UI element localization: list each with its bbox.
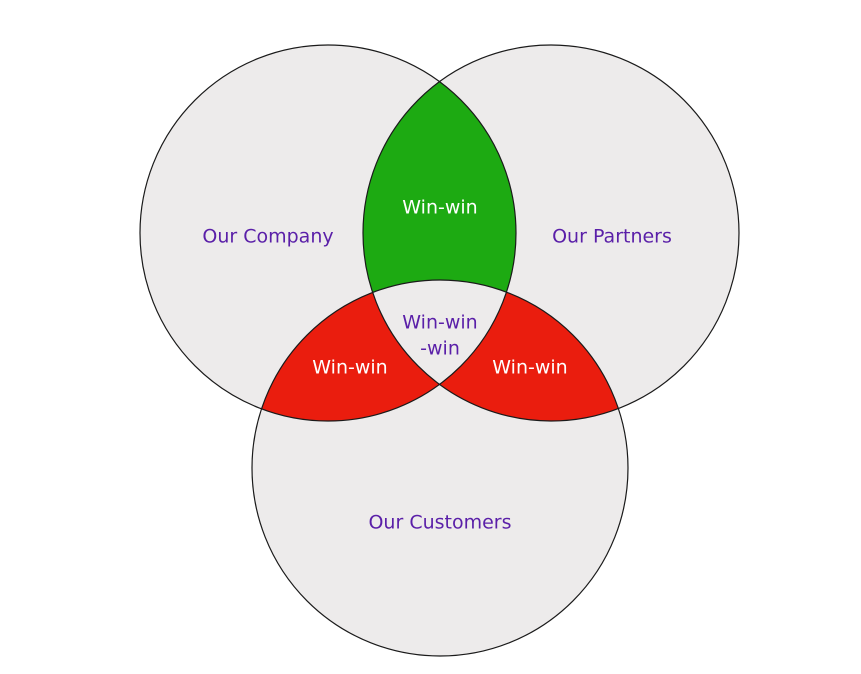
overlap-company-customers <box>252 280 516 421</box>
label-company-partners-overlap: Win-win <box>402 197 477 219</box>
label-all-three-overlap-line-2: -win <box>420 338 460 360</box>
circle-outlines <box>139 44 740 657</box>
label-our-customers: Our Customers <box>368 512 511 534</box>
label-company-customers-overlap: Win-win <box>312 357 387 379</box>
label-our-company: Our Company <box>202 226 333 248</box>
label-all-three-overlap-line-1: Win-win <box>402 312 477 334</box>
label-partners-customers-overlap: Win-win <box>492 357 567 379</box>
label-our-partners: Our Partners <box>552 226 672 248</box>
overlap-partners-customers <box>363 280 628 421</box>
